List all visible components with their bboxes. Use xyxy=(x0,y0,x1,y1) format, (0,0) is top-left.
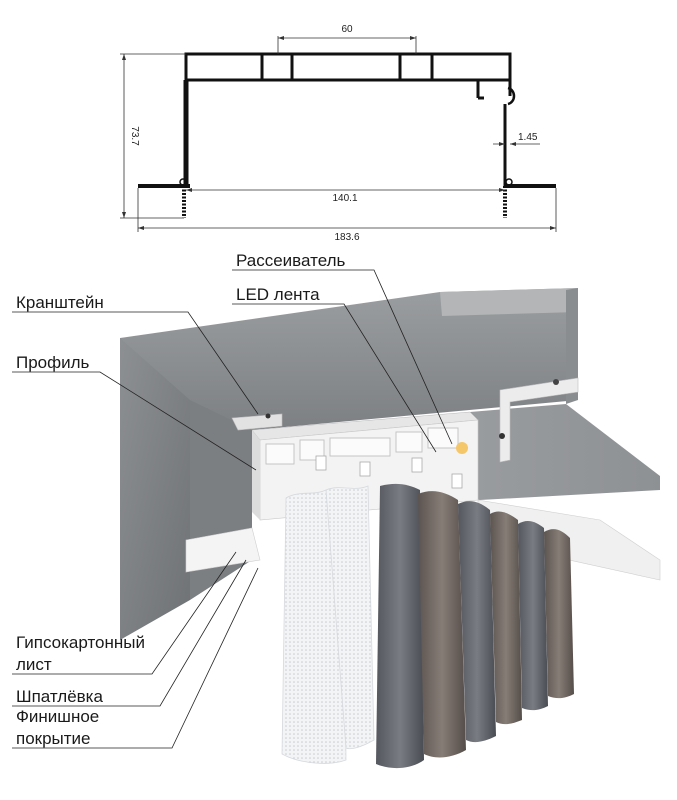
leader-lines xyxy=(12,269,453,749)
dimension-lines xyxy=(120,36,557,232)
dimension-inner-width: 140.1 xyxy=(332,193,357,204)
dimension-top-width: 60 xyxy=(341,24,353,35)
led-glow xyxy=(456,442,468,454)
curtain-blackout xyxy=(376,483,574,769)
dimension-height: 73.7 xyxy=(129,126,140,146)
label-led-strip: LED лента xyxy=(236,285,320,304)
dimension-total-width: 183.6 xyxy=(334,232,359,243)
label-finish-line1: Финишное xyxy=(16,707,99,726)
dimension-arrows xyxy=(122,36,556,230)
label-bracket: Кранштейн xyxy=(16,293,104,312)
label-diffuser: Рассеиватель xyxy=(236,251,346,270)
dimension-wall: 1.45 xyxy=(518,132,538,143)
label-profile: Профиль xyxy=(16,353,90,372)
label-drywall-line2: лист xyxy=(16,655,52,674)
label-finish-line2: покрытие xyxy=(16,729,91,748)
label-drywall-line1: Гипсокартонный xyxy=(16,633,145,652)
label-putty: Шпатлёвка xyxy=(16,687,103,706)
profile-cross-section xyxy=(138,52,556,218)
curtain-sheer xyxy=(281,485,375,764)
